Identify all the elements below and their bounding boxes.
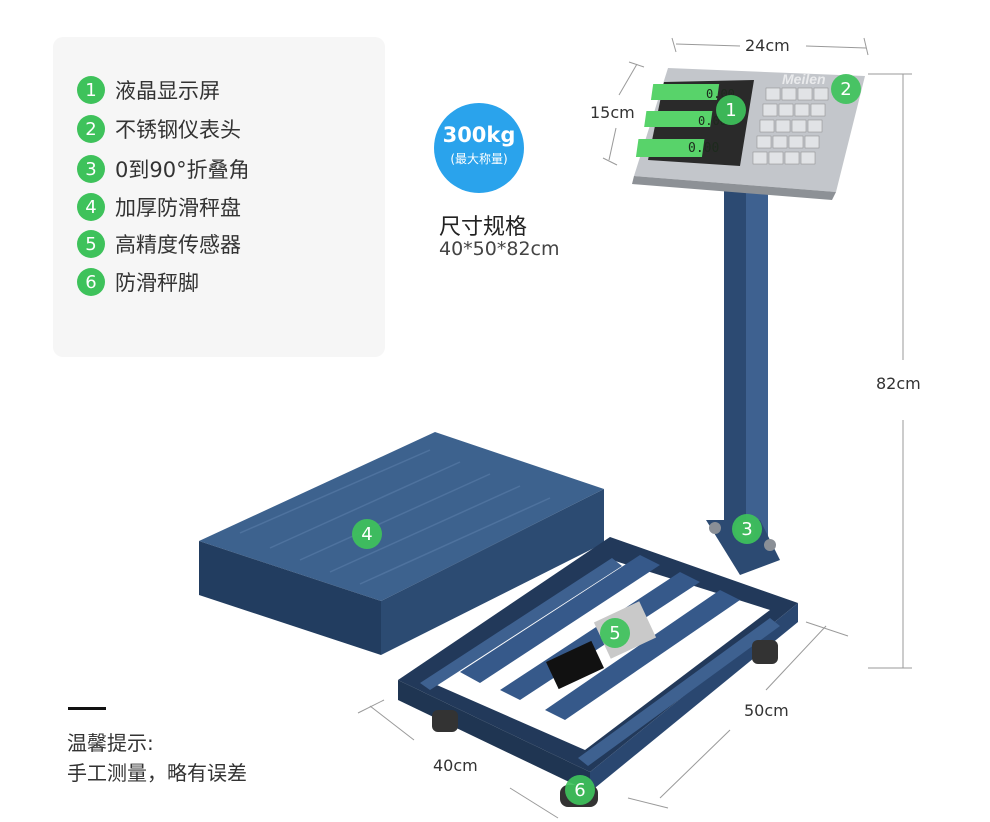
legend-label: 高精度传感器 [115, 233, 241, 257]
capacity-badge: 300kg (最大称量) [434, 103, 524, 193]
tip-title: 温馨提示: [67, 731, 154, 755]
keypad [752, 87, 829, 165]
spec-size: 40*50*82cm [439, 238, 560, 260]
dimension-lines [357, 37, 912, 819]
indicator-head: 0.00 0.00 0.00 Meilen [632, 68, 865, 200]
marker-fold-joint: 3 [732, 514, 762, 544]
legend-label: 加厚防滑秤盘 [115, 196, 241, 220]
legend-number: 2 [77, 115, 105, 143]
legend-item: 6 防滑秤脚 [77, 267, 199, 297]
legend-number: 3 [77, 155, 105, 183]
legend-item: 4 加厚防滑秤盘 [77, 192, 241, 222]
legend-label: 0到90°折叠角 [115, 158, 250, 182]
dimension-depth: 50cm [744, 701, 789, 720]
legend-label: 液晶显示屏 [115, 79, 220, 103]
legend-number: 6 [77, 268, 105, 296]
display-reading-3: 0.00 [688, 141, 719, 156]
dimension-head-height: 15cm [590, 103, 635, 122]
scale-pole [706, 188, 780, 575]
legend-item: 5 高精度传感器 [77, 229, 241, 259]
tip-divider [68, 707, 106, 710]
legend-item: 2 不锈钢仪表头 [77, 114, 241, 144]
dimension-width: 40cm [433, 756, 478, 775]
capacity-value: 300kg [442, 123, 516, 147]
dimension-total-height: 82cm [876, 374, 921, 393]
marker-foot: 6 [565, 775, 595, 805]
dimension-head-width: 24cm [745, 36, 790, 55]
legend-number: 5 [77, 230, 105, 258]
marker-display: 1 [716, 95, 746, 125]
feature-legend-panel: 1 液晶显示屏 2 不锈钢仪表头 3 0到90°折叠角 4 加厚防滑秤盘 5 高… [53, 37, 385, 357]
tip-text: 手工测量，略有误差 [67, 761, 247, 785]
capacity-caption: (最大称量) [450, 152, 508, 166]
legend-label: 不锈钢仪表头 [115, 118, 241, 142]
legend-number: 1 [77, 76, 105, 104]
legend-label: 防滑秤脚 [115, 271, 199, 295]
legend-item: 1 液晶显示屏 [77, 75, 220, 105]
marker-platter: 4 [352, 519, 382, 549]
marker-indicator-head: 2 [831, 74, 861, 104]
brand-logo: Meilen [782, 71, 826, 87]
spec-title: 尺寸规格 [439, 215, 528, 240]
marker-sensor: 5 [600, 618, 630, 648]
legend-item: 3 0到90°折叠角 [77, 154, 250, 184]
scale-platter [199, 432, 604, 655]
legend-number: 4 [77, 193, 105, 221]
